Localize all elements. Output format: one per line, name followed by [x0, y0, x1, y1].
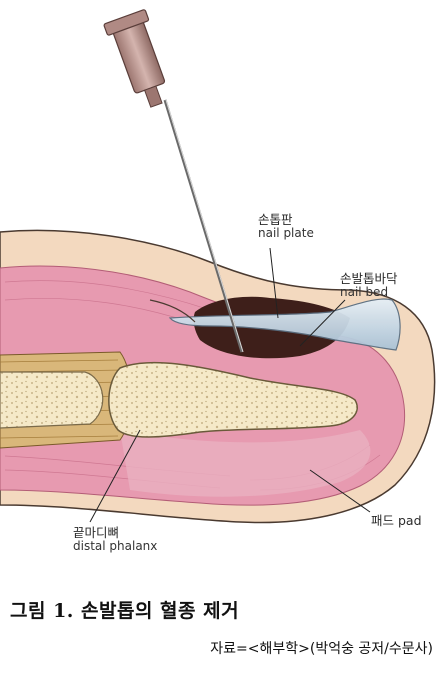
nail-bed-label-en: nail bed [340, 285, 389, 300]
nail-plate-label-en: nail plate [258, 226, 314, 241]
figure-caption-source: 자료=<해부학>(박억숭 공저/수문사) [210, 641, 433, 657]
pad-label: 패드 pad [371, 511, 422, 529]
figure-caption-title: 그림 1. 손발톱의 혈종 제거 [10, 600, 240, 622]
leader-lines [89, 247, 371, 523]
nail-hematoma-illustration [0, 9, 436, 524]
distal-phalanx-label-ko: 끝마디뼈 [73, 525, 120, 540]
nail-plate [168, 298, 401, 351]
nail-plate-label-ko: 손톱판 [258, 212, 293, 227]
needle-shaft [163, 99, 244, 353]
distal-phalanx-label: 끝마디뼈 distal phalanx [73, 525, 158, 554]
needle-hub [103, 9, 166, 108]
pad-region [120, 430, 371, 497]
nail-bed-label: 손발톱바닥 nail bed [340, 271, 398, 300]
distal-phalanx-label-en: distal phalanx [73, 539, 158, 554]
nail-bed-label-ko: 손발톱바닥 [340, 271, 398, 286]
middle-phalanx [0, 371, 104, 429]
proximal-nail-fold [149, 299, 196, 323]
nail-plate-label: 손톱판 nail plate [258, 212, 314, 241]
pad-label-text: 패드 pad [371, 513, 422, 528]
distal-phalanx [108, 361, 358, 438]
